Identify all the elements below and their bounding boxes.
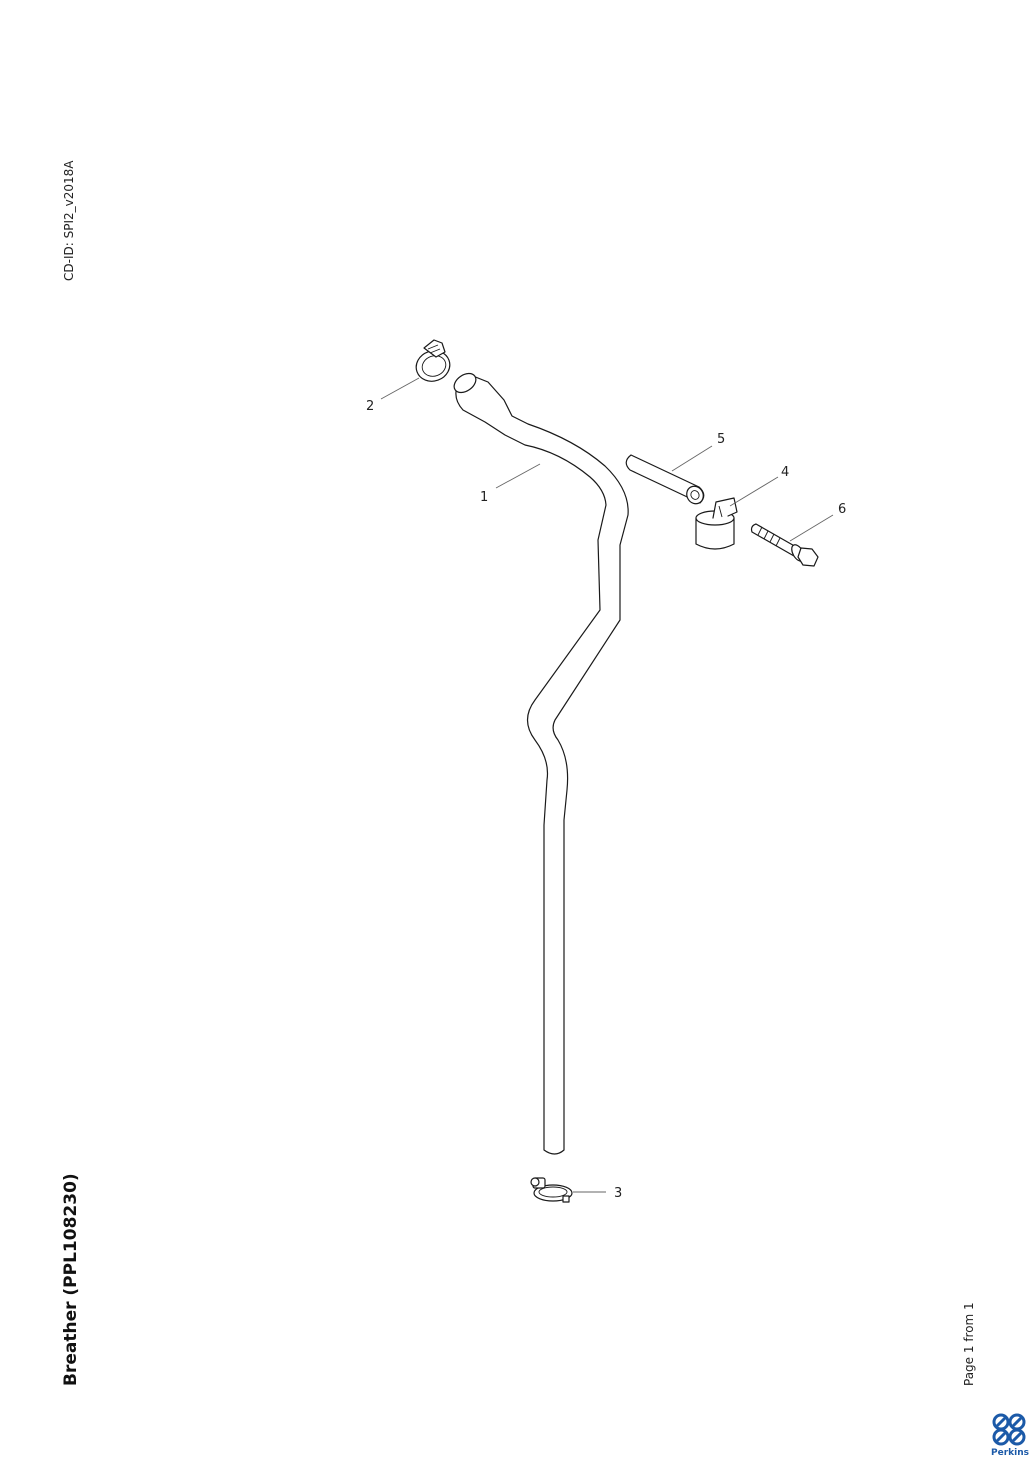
perkins-logo: Perkins bbox=[991, 1413, 1029, 1458]
callout-6: 6 bbox=[838, 502, 846, 517]
callout-5: 5 bbox=[717, 432, 725, 447]
leader-4 bbox=[729, 476, 779, 507]
callout-2: 2 bbox=[366, 399, 374, 414]
flange-bolt bbox=[750, 523, 819, 567]
leader-5 bbox=[671, 445, 713, 472]
callout-3: 3 bbox=[614, 1186, 622, 1201]
leader-2 bbox=[380, 377, 420, 400]
perkins-logo-text: Perkins bbox=[991, 1448, 1029, 1458]
leader-6 bbox=[789, 514, 834, 542]
leader-1 bbox=[495, 463, 541, 489]
sleeve bbox=[625, 454, 705, 505]
hose-clamp-top bbox=[415, 339, 451, 382]
callout-4: 4 bbox=[781, 465, 789, 480]
breather-pipe bbox=[453, 372, 629, 1155]
p-clip bbox=[695, 497, 738, 550]
callout-1: 1 bbox=[480, 490, 488, 505]
hose-clamp-bottom bbox=[530, 1177, 573, 1203]
